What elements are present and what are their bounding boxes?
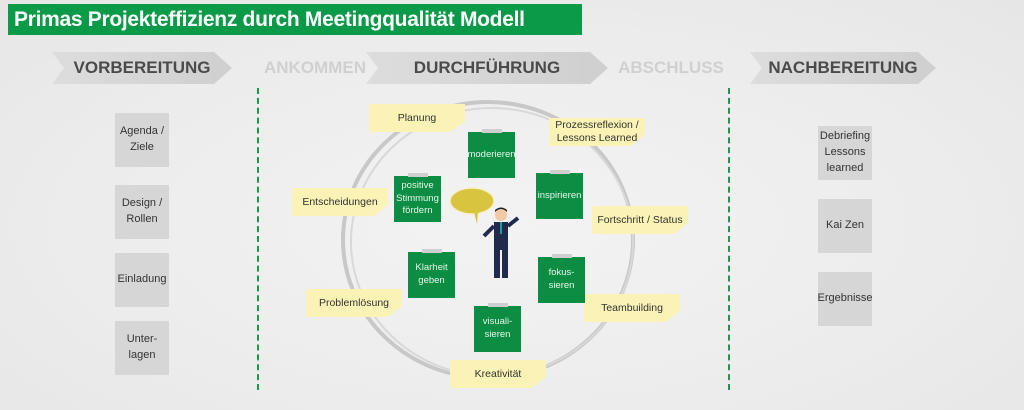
note-moderieren: moderieren [467,129,516,178]
phase-ankommen: ANKOMMEN [264,58,366,77]
presenter-person-icon [482,207,520,278]
speech-bubble-icon [449,187,495,224]
note-text: visuali-sieren [482,316,513,340]
phase-durchfuehrung: DURCHFÜHRUNG [366,52,608,84]
note-text: moderieren [467,148,516,160]
divider-left [257,88,259,390]
note-teambuilding: Teambuilding [584,294,680,322]
tape [550,170,570,174]
phase-vorbereitung: VORBEREITUNG [52,52,232,84]
page-title: Primas Projekteffizienz durch Meetingqua… [8,4,582,35]
note-klarheit: Klarheit geben [408,249,455,298]
tape [408,173,428,177]
note-inspirieren: inspirieren [536,170,583,219]
note-entscheidungen: Entscheidungen [292,188,388,216]
note-text: positive Stimmung fördern [396,179,439,217]
phase-abschluss: ABSCHLUSS [618,58,724,77]
note-kreativitaet: Kreativität [450,360,546,388]
prep-box: Agenda / Ziele [115,113,169,167]
tape [482,129,502,133]
tape [552,254,572,258]
note-fortschritt: Fortschritt / Status [592,206,688,234]
note-prozessreflexion: Prozessreflexion / Lessons Learned [549,118,645,146]
note-fokussieren: fokus-sieren [538,254,585,303]
followup-box: Debriefing Lessons learned [818,126,872,180]
note-text: Klarheit geben [415,262,448,286]
followup-box: Kai Zen [818,199,872,253]
prep-box: Design / Rollen [115,185,169,239]
note-problemloesung: Problemlösung [306,289,402,317]
prep-box: Einladung [115,253,169,307]
prep-box: Unter-lagen [115,321,169,375]
note-positive-stimmung: positive Stimmung fördern [394,173,441,222]
phase-nachbereitung: NACHBEREITUNG [750,52,936,84]
note-visualisieren: visuali-sieren [474,303,521,352]
note-text: fokus-sieren [548,267,575,291]
tape [488,303,508,307]
note-planung: Planung [369,104,465,132]
tape [422,249,442,253]
note-text: inspirieren [537,189,582,201]
divider-right [728,88,730,390]
followup-box: Ergebnisse [817,272,873,326]
